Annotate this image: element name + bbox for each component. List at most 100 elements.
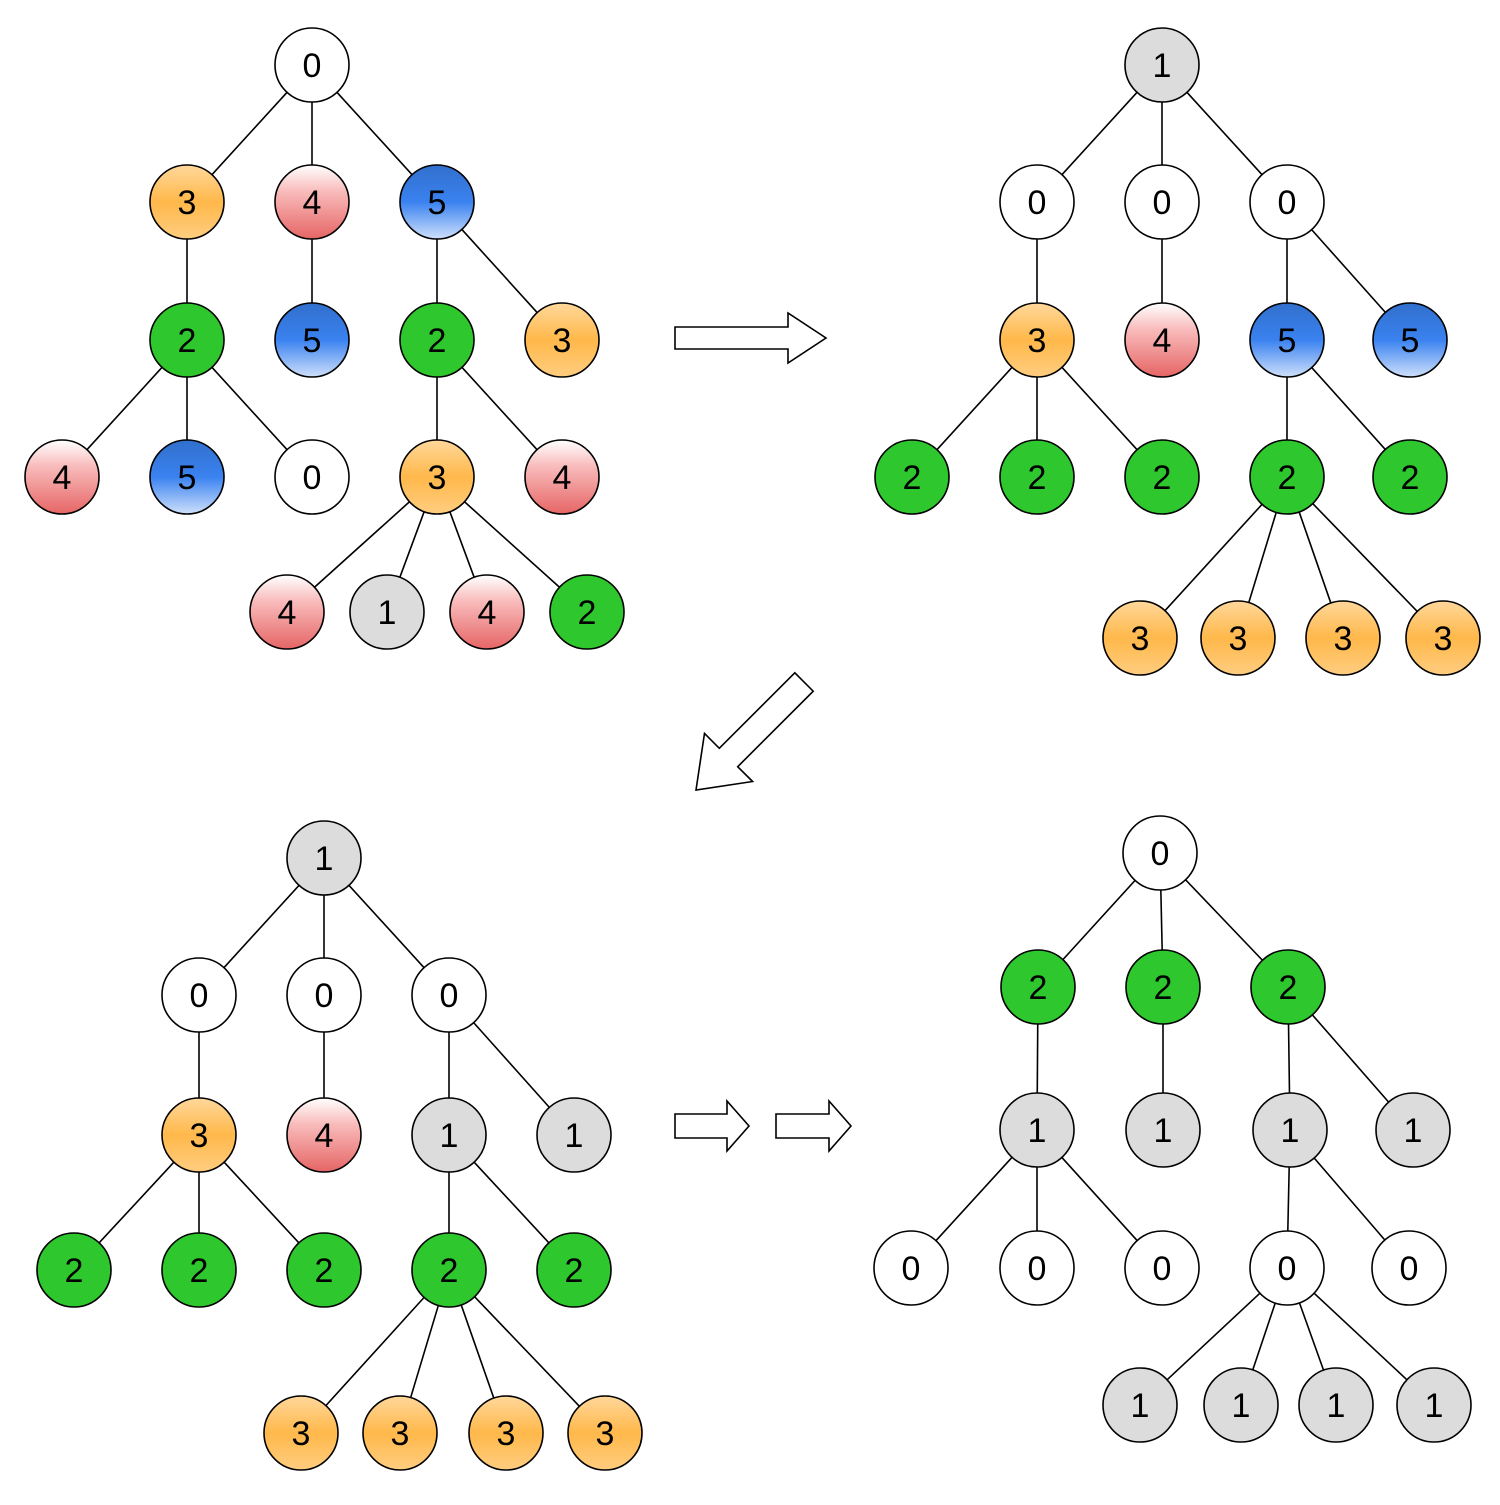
tree-2-node-orange: 3 xyxy=(1306,601,1380,675)
tree-2-node-green: 2 xyxy=(1000,440,1074,514)
node-label: 2 xyxy=(1028,459,1047,497)
tree-4-node-gray: 1 xyxy=(1204,1368,1278,1442)
tree-4-node-gray: 1 xyxy=(1397,1368,1471,1442)
tree-3-node-orange: 3 xyxy=(363,1396,437,1470)
tree-4-node-white: 0 xyxy=(1372,1231,1446,1305)
tree-2-node-orange: 3 xyxy=(1000,303,1074,377)
tree-1-node-red: 4 xyxy=(275,165,349,239)
tree-3-node-orange: 3 xyxy=(162,1098,236,1172)
tree-1-edge xyxy=(465,502,560,587)
tree-2-edge xyxy=(1187,92,1262,174)
tree-4-node-white: 0 xyxy=(1250,1231,1324,1305)
tree-3-node-white: 0 xyxy=(162,958,236,1032)
node-label: 2 xyxy=(1153,459,1172,497)
node-label: 2 xyxy=(178,322,197,360)
tree-1-node-orange: 3 xyxy=(525,303,599,377)
node-label: 3 xyxy=(497,1415,516,1453)
tree-4-edge xyxy=(1289,1024,1290,1093)
arrow-right-bottom-1-icon xyxy=(675,1101,749,1151)
tree-4-node-gray: 1 xyxy=(1299,1368,1373,1442)
tree-4-node-white: 0 xyxy=(1125,1231,1199,1305)
tree-3-node-gray: 1 xyxy=(537,1098,611,1172)
tree-3-edge xyxy=(224,1162,299,1243)
tree-3-node-orange: 3 xyxy=(568,1396,642,1470)
transition-arrows xyxy=(675,313,851,1151)
node-label: 4 xyxy=(303,184,322,222)
node-label: 3 xyxy=(1434,620,1453,658)
node-label: 3 xyxy=(1229,620,1248,658)
tree-1-node-gray: 1 xyxy=(350,575,424,649)
tree-4-edge xyxy=(1299,1303,1323,1370)
tree-2-edge xyxy=(1312,230,1386,313)
tree-1-node-white: 0 xyxy=(275,440,349,514)
tree-1-node-white: 0 xyxy=(275,28,349,102)
tree-4-edge xyxy=(1063,880,1135,959)
tree-2-node-white: 0 xyxy=(1250,165,1324,239)
tree-1-edge xyxy=(87,367,162,449)
node-label: 3 xyxy=(292,1415,311,1453)
node-label: 2 xyxy=(440,1252,459,1290)
node-label: 2 xyxy=(1279,969,1298,1007)
tree-1-node-green: 2 xyxy=(550,575,624,649)
tree-1-node-red: 4 xyxy=(525,440,599,514)
node-label: 5 xyxy=(428,184,447,222)
node-label: 1 xyxy=(1153,47,1172,85)
tree-2-node-green: 2 xyxy=(1250,440,1324,514)
node-label: 3 xyxy=(1131,620,1150,658)
node-label: 0 xyxy=(1028,1250,1047,1288)
tree-1-edge xyxy=(450,512,474,578)
node-label: 2 xyxy=(1278,459,1297,497)
node-label: 3 xyxy=(596,1415,615,1453)
tree-3-node-green: 2 xyxy=(162,1233,236,1307)
node-label: 4 xyxy=(278,594,297,632)
node-label: 2 xyxy=(1029,969,1048,1007)
node-label: 0 xyxy=(315,977,334,1015)
tree-4-edge xyxy=(1253,1303,1275,1370)
tree-1-node-green: 2 xyxy=(400,303,474,377)
node-label: 4 xyxy=(553,459,572,497)
node-label: 1 xyxy=(440,1117,459,1155)
tree-2-node-white: 0 xyxy=(1000,165,1074,239)
node-label: 0 xyxy=(1400,1250,1419,1288)
tree-1-edge xyxy=(462,367,537,449)
tree-1-edge xyxy=(462,229,537,312)
node-label: 1 xyxy=(1232,1387,1251,1425)
tree-1-node-red: 4 xyxy=(250,575,324,649)
tree-2-node-red: 4 xyxy=(1125,303,1199,377)
tree-4-edge xyxy=(1288,1167,1289,1231)
node-label: 0 xyxy=(1151,835,1170,873)
node-label: 1 xyxy=(1404,1112,1423,1150)
node-label: 0 xyxy=(1278,1250,1297,1288)
tree-4-node-white: 0 xyxy=(874,1231,948,1305)
tree-2-node-orange: 3 xyxy=(1406,601,1480,675)
node-label: 0 xyxy=(1153,1250,1172,1288)
tree-3-edge xyxy=(224,885,299,967)
node-label: 3 xyxy=(1334,620,1353,658)
node-label: 2 xyxy=(315,1252,334,1290)
tree-2-edge xyxy=(1249,512,1276,602)
node-label: 3 xyxy=(178,184,197,222)
tree-3-node-gray: 1 xyxy=(287,821,361,895)
node-label: 0 xyxy=(1153,184,1172,222)
tree-4-node-white: 0 xyxy=(1000,1231,1074,1305)
tree-4-edge xyxy=(1314,1158,1385,1240)
tree-4-node-green: 2 xyxy=(1251,950,1325,1024)
tree-2-node-blue: 5 xyxy=(1373,303,1447,377)
node-label: 2 xyxy=(428,322,447,360)
node-label: 2 xyxy=(578,594,597,632)
node-label: 3 xyxy=(190,1117,209,1155)
tree-3-edge xyxy=(411,1305,439,1397)
tree-3-node-gray: 1 xyxy=(412,1098,486,1172)
tree-2-node-orange: 3 xyxy=(1201,601,1275,675)
tree-2-node-green: 2 xyxy=(1373,440,1447,514)
node-label: 1 xyxy=(1425,1387,1444,1425)
tree-4-edge xyxy=(1062,1157,1137,1240)
node-label: 2 xyxy=(903,459,922,497)
tree-3-edge xyxy=(99,1162,174,1243)
tree-1-node-blue: 5 xyxy=(150,440,224,514)
tree-1-node-orange: 3 xyxy=(150,165,224,239)
tree-2-edge xyxy=(1299,512,1331,603)
